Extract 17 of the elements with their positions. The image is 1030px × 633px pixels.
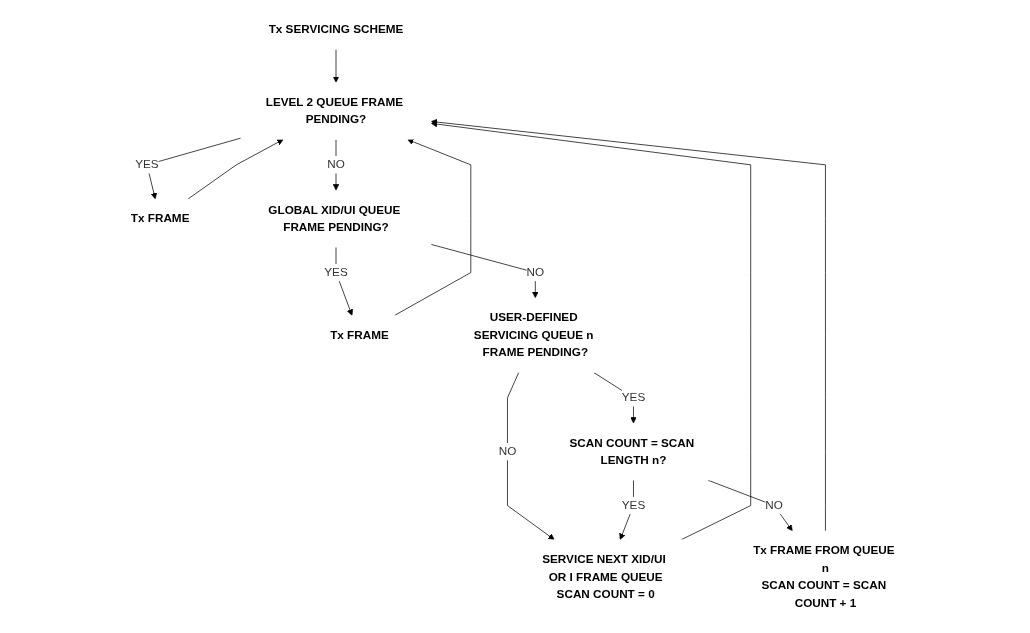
- node-text: SCAN COUNT = SCAN LENGTH n?: [569, 436, 695, 467]
- node-text: Tx FRAME FROM QUEUE n SCAN COUNT = SCAN COUNT + 1: [753, 544, 895, 610]
- node-text: USER-DEFINED SERVICING QUEUE n FRAME PENDING?: [474, 311, 594, 359]
- edge-label: NO: [327, 158, 346, 171]
- edge-label: YES: [621, 391, 646, 404]
- node-text: Tx SERVICING SCHEME: [268, 23, 404, 36]
- node-text: LEVEL 2 QUEUE FRAME PENDING?: [265, 95, 404, 126]
- edge-label: YES: [135, 158, 159, 171]
- edge-label: YES: [621, 498, 646, 512]
- node-text: GLOBAL XID/UI QUEUE FRAME PENDING?: [268, 203, 401, 234]
- node-text: Tx FRAME: [131, 212, 190, 225]
- edge-label: NO: [765, 498, 784, 512]
- edge-label: NO: [526, 265, 545, 279]
- node-text: Tx FRAME: [330, 328, 389, 342]
- edge-label: YES: [324, 265, 348, 279]
- edge-label: NO: [498, 445, 517, 458]
- node-text: SERVICE NEXT XID/UI OR I FRAME QUEUE SCAN COUNT = 0: [542, 552, 667, 601]
